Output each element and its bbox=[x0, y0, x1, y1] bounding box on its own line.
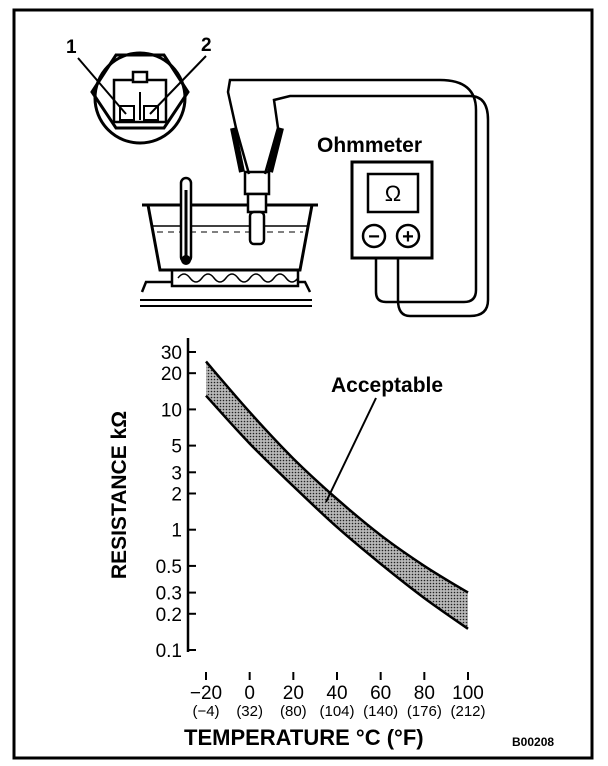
x-tick-label-fahrenheit: (−4) bbox=[192, 703, 219, 720]
callout-2-leader bbox=[149, 55, 207, 115]
y-tick-label: 0.1 bbox=[156, 641, 182, 662]
y-tick-label: 5 bbox=[171, 437, 182, 458]
x-tick-label-fahrenheit: (80) bbox=[280, 703, 307, 720]
x-tick-label-fahrenheit: (104) bbox=[319, 703, 354, 720]
ohm-symbol: Ω bbox=[385, 181, 401, 206]
acceptable-band-area bbox=[206, 361, 468, 629]
acceptable-lower-limit-line bbox=[205, 394, 469, 630]
negative-terminal bbox=[361, 223, 387, 249]
x-tick-label-celsius: 60 bbox=[370, 683, 391, 704]
acceptable-annotation: Acceptable bbox=[331, 374, 443, 397]
y-tick-label: 3 bbox=[171, 463, 182, 484]
x-tick-label-fahrenheit: (176) bbox=[407, 703, 442, 720]
y-tick-label: 20 bbox=[161, 364, 182, 385]
test-leads bbox=[226, 78, 490, 318]
x-tick-label-celsius: 100 bbox=[452, 683, 484, 704]
x-tick-label-celsius: 0 bbox=[244, 683, 255, 704]
y-tick-label: 1 bbox=[171, 521, 182, 542]
temperature-sensor-probe bbox=[243, 170, 271, 246]
x-tick-label-fahrenheit: (32) bbox=[236, 703, 263, 720]
x-tick-label-celsius: 20 bbox=[283, 683, 304, 704]
callout-2-label: 2 bbox=[201, 35, 212, 56]
y-tick-label: 0.3 bbox=[156, 584, 182, 605]
sensor-connector-view bbox=[90, 51, 190, 145]
acceptable-upper-limit-line bbox=[205, 360, 469, 594]
water-beaker bbox=[142, 203, 318, 272]
x-tick-label-fahrenheit: (140) bbox=[363, 703, 398, 720]
figure-frame bbox=[12, 8, 594, 760]
figure-code: B00208 bbox=[512, 735, 554, 749]
callout-1-label: 1 bbox=[66, 37, 77, 58]
thermometer bbox=[179, 176, 193, 265]
heater-stand bbox=[140, 268, 312, 307]
minus-symbol: − bbox=[368, 226, 380, 248]
callout-1-leader bbox=[77, 57, 127, 115]
positive-terminal bbox=[395, 223, 421, 249]
y-tick-label: 2 bbox=[171, 484, 182, 505]
x-tick-label-celsius: −20 bbox=[190, 683, 222, 704]
ohmmeter-label: Ohmmeter bbox=[317, 134, 422, 157]
y-axis-title: RESISTANCE kΩ bbox=[108, 411, 131, 579]
y-tick-label: 0.5 bbox=[156, 557, 182, 578]
x-tick-label-celsius: 40 bbox=[326, 683, 347, 704]
plus-symbol: + bbox=[402, 226, 414, 248]
y-tick-label: 0.2 bbox=[156, 605, 182, 626]
ohmmeter bbox=[350, 160, 434, 260]
acceptable-leader bbox=[325, 397, 377, 503]
x-tick-label-fahrenheit: (212) bbox=[450, 703, 485, 720]
x-axis-title: TEMPERATURE °C (°F) bbox=[184, 725, 424, 750]
y-tick-label: 30 bbox=[161, 343, 182, 364]
y-tick-label: 10 bbox=[161, 400, 182, 421]
x-tick-label-celsius: 80 bbox=[414, 683, 435, 704]
